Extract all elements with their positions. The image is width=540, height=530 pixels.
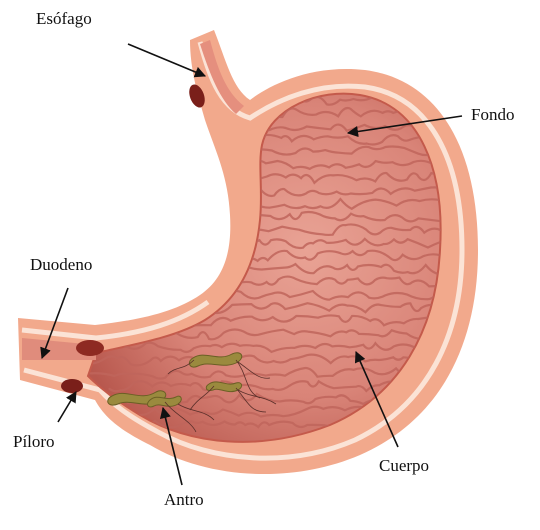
- duodenum-fold: [76, 340, 104, 356]
- bacterium: [206, 382, 241, 392]
- label-antro: Antro: [164, 491, 204, 508]
- label-duodeno: Duodeno: [30, 256, 92, 273]
- label-fondo: Fondo: [471, 106, 514, 123]
- piloro-arrow: [58, 392, 76, 422]
- label-cuerpo: Cuerpo: [379, 457, 429, 474]
- bacterium: [147, 396, 181, 407]
- label-piloro: Píloro: [13, 433, 55, 450]
- pylorus-opening: [61, 379, 83, 393]
- label-esofago: Esófago: [36, 10, 92, 27]
